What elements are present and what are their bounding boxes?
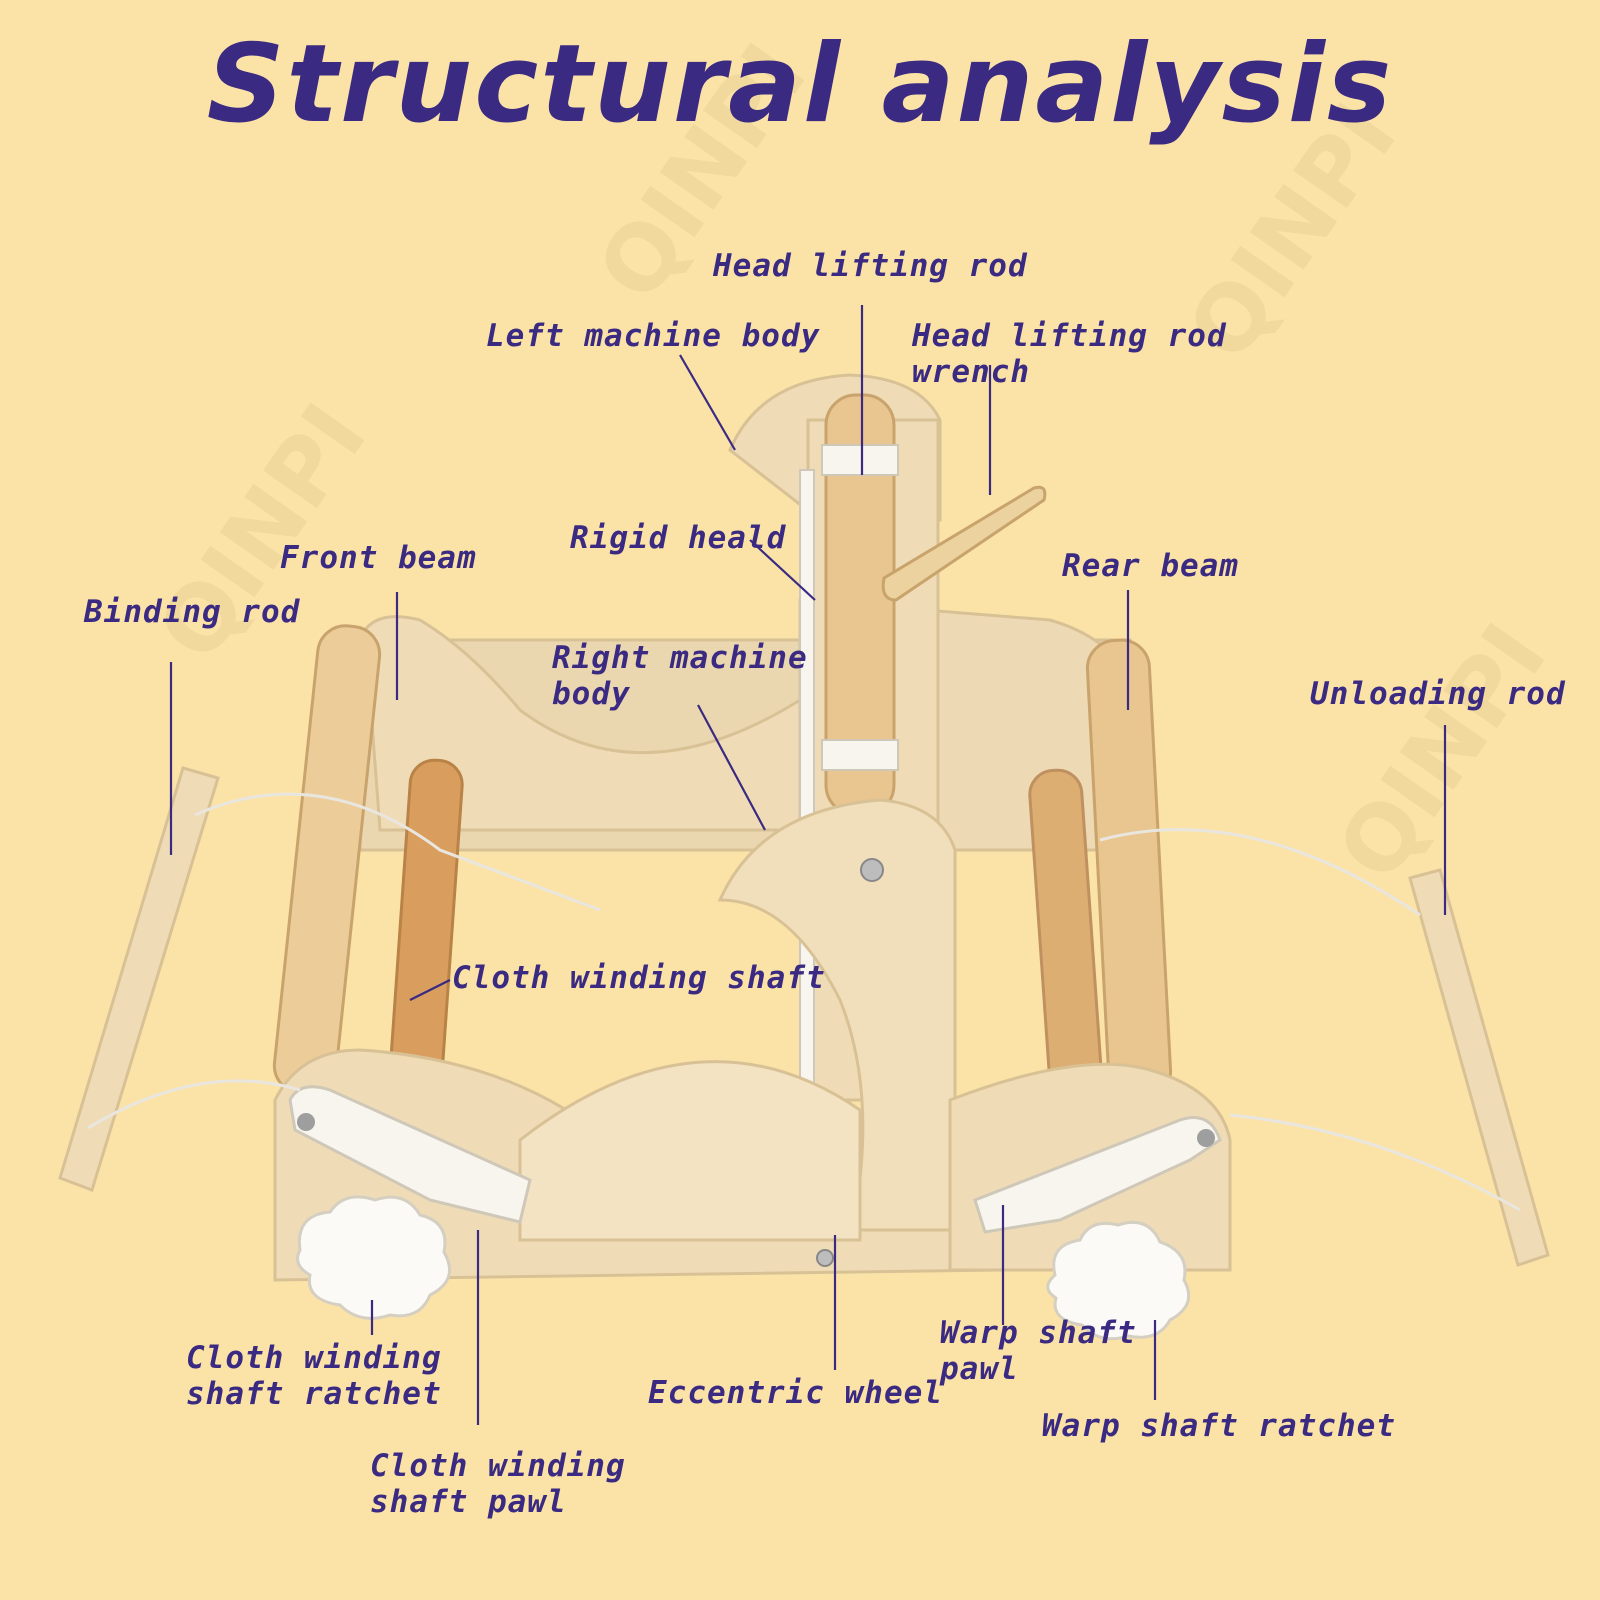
- label-head-lifting-rod-wrench-line2: wrench: [912, 354, 1030, 390]
- label-warp-shaft-pawl-line2: pawl: [940, 1351, 1019, 1387]
- right-pawl-screw: [1197, 1129, 1215, 1147]
- label-front-beam: Front beam: [280, 540, 477, 576]
- label-rear-beam: Rear beam: [1062, 548, 1239, 584]
- label-right-machine-body-line2: body: [552, 676, 631, 712]
- label-binding-rod: Binding rod: [84, 594, 301, 630]
- string-left-top: [194, 792, 601, 912]
- label-warp-shaft-ratchet: Warp shaft ratchet: [1042, 1408, 1396, 1444]
- leader-right-machine-body: [697, 704, 766, 831]
- front-side-board: [363, 615, 802, 832]
- label-unloading-rod: Unloading rod: [1310, 676, 1566, 712]
- label-eccentric-wheel: Eccentric wheel: [648, 1375, 943, 1411]
- label-warp-shaft-pawl: Warp shaft pawl: [940, 1315, 1137, 1387]
- label-right-machine-body-line1: Right machine: [552, 640, 808, 676]
- label-rigid-heald: Rigid heald: [570, 520, 787, 556]
- page-title: Structural analysis: [206, 22, 1394, 147]
- label-head-lifting-rod-wrench-line1: Head lifting rod: [912, 318, 1227, 354]
- warp-shaft-pawl: [973, 1116, 1222, 1234]
- warp-shaft-ratchet: [1046, 1220, 1191, 1341]
- label-head-lifting-rod-wrench: Head lifting rod wrench: [912, 318, 1227, 390]
- leader-cloth-winding-shaft: [409, 979, 451, 1001]
- label-left-machine-body: Left machine body: [486, 318, 821, 354]
- label-head-lifting-rod: Head lifting rod: [713, 248, 1028, 284]
- label-cloth-winding-shaft-ratchet: Cloth winding shaft ratchet: [186, 1340, 442, 1412]
- string-right-bottom: [1229, 1113, 1521, 1212]
- unloading-rod: [1408, 868, 1550, 1267]
- label-cloth-winding-shaft-ratchet-line1: Cloth winding: [186, 1340, 442, 1376]
- label-warp-shaft-pawl-line1: Warp shaft: [940, 1315, 1137, 1351]
- label-cloth-winding-shaft-pawl-line1: Cloth winding: [370, 1448, 626, 1484]
- rod-band-bottom: [821, 739, 899, 771]
- label-cloth-winding-shaft-pawl: Cloth winding shaft pawl: [370, 1448, 626, 1520]
- front-beam-rod: [272, 624, 382, 1096]
- binding-rod: [58, 766, 220, 1192]
- label-cloth-winding-shaft-ratchet-line2: shaft ratchet: [186, 1376, 442, 1412]
- label-right-machine-body: Right machine body: [552, 640, 808, 712]
- rigid-heald-strip: [799, 469, 815, 1091]
- eccentric-wheel-screw: [816, 1249, 834, 1267]
- label-cloth-winding-shaft: Cloth winding shaft: [452, 960, 826, 996]
- string-right-top: [1099, 828, 1421, 917]
- rod-band-top: [821, 444, 899, 476]
- label-cloth-winding-shaft-pawl-line2: shaft pawl: [370, 1484, 567, 1520]
- cloth-winding-shaft-ratchet: [296, 1195, 452, 1320]
- front-inner-curve: [518, 1060, 862, 1242]
- right-body-screw: [860, 858, 884, 882]
- left-pawl-screw: [297, 1113, 315, 1131]
- string-left-bottom: [87, 1079, 301, 1130]
- head-lifting-rod-wrench: [881, 485, 1047, 602]
- leader-left-machine-body: [679, 354, 736, 451]
- cloth-winding-shaft-pawl: [288, 1085, 532, 1224]
- leader-rigid-heald: [749, 539, 816, 601]
